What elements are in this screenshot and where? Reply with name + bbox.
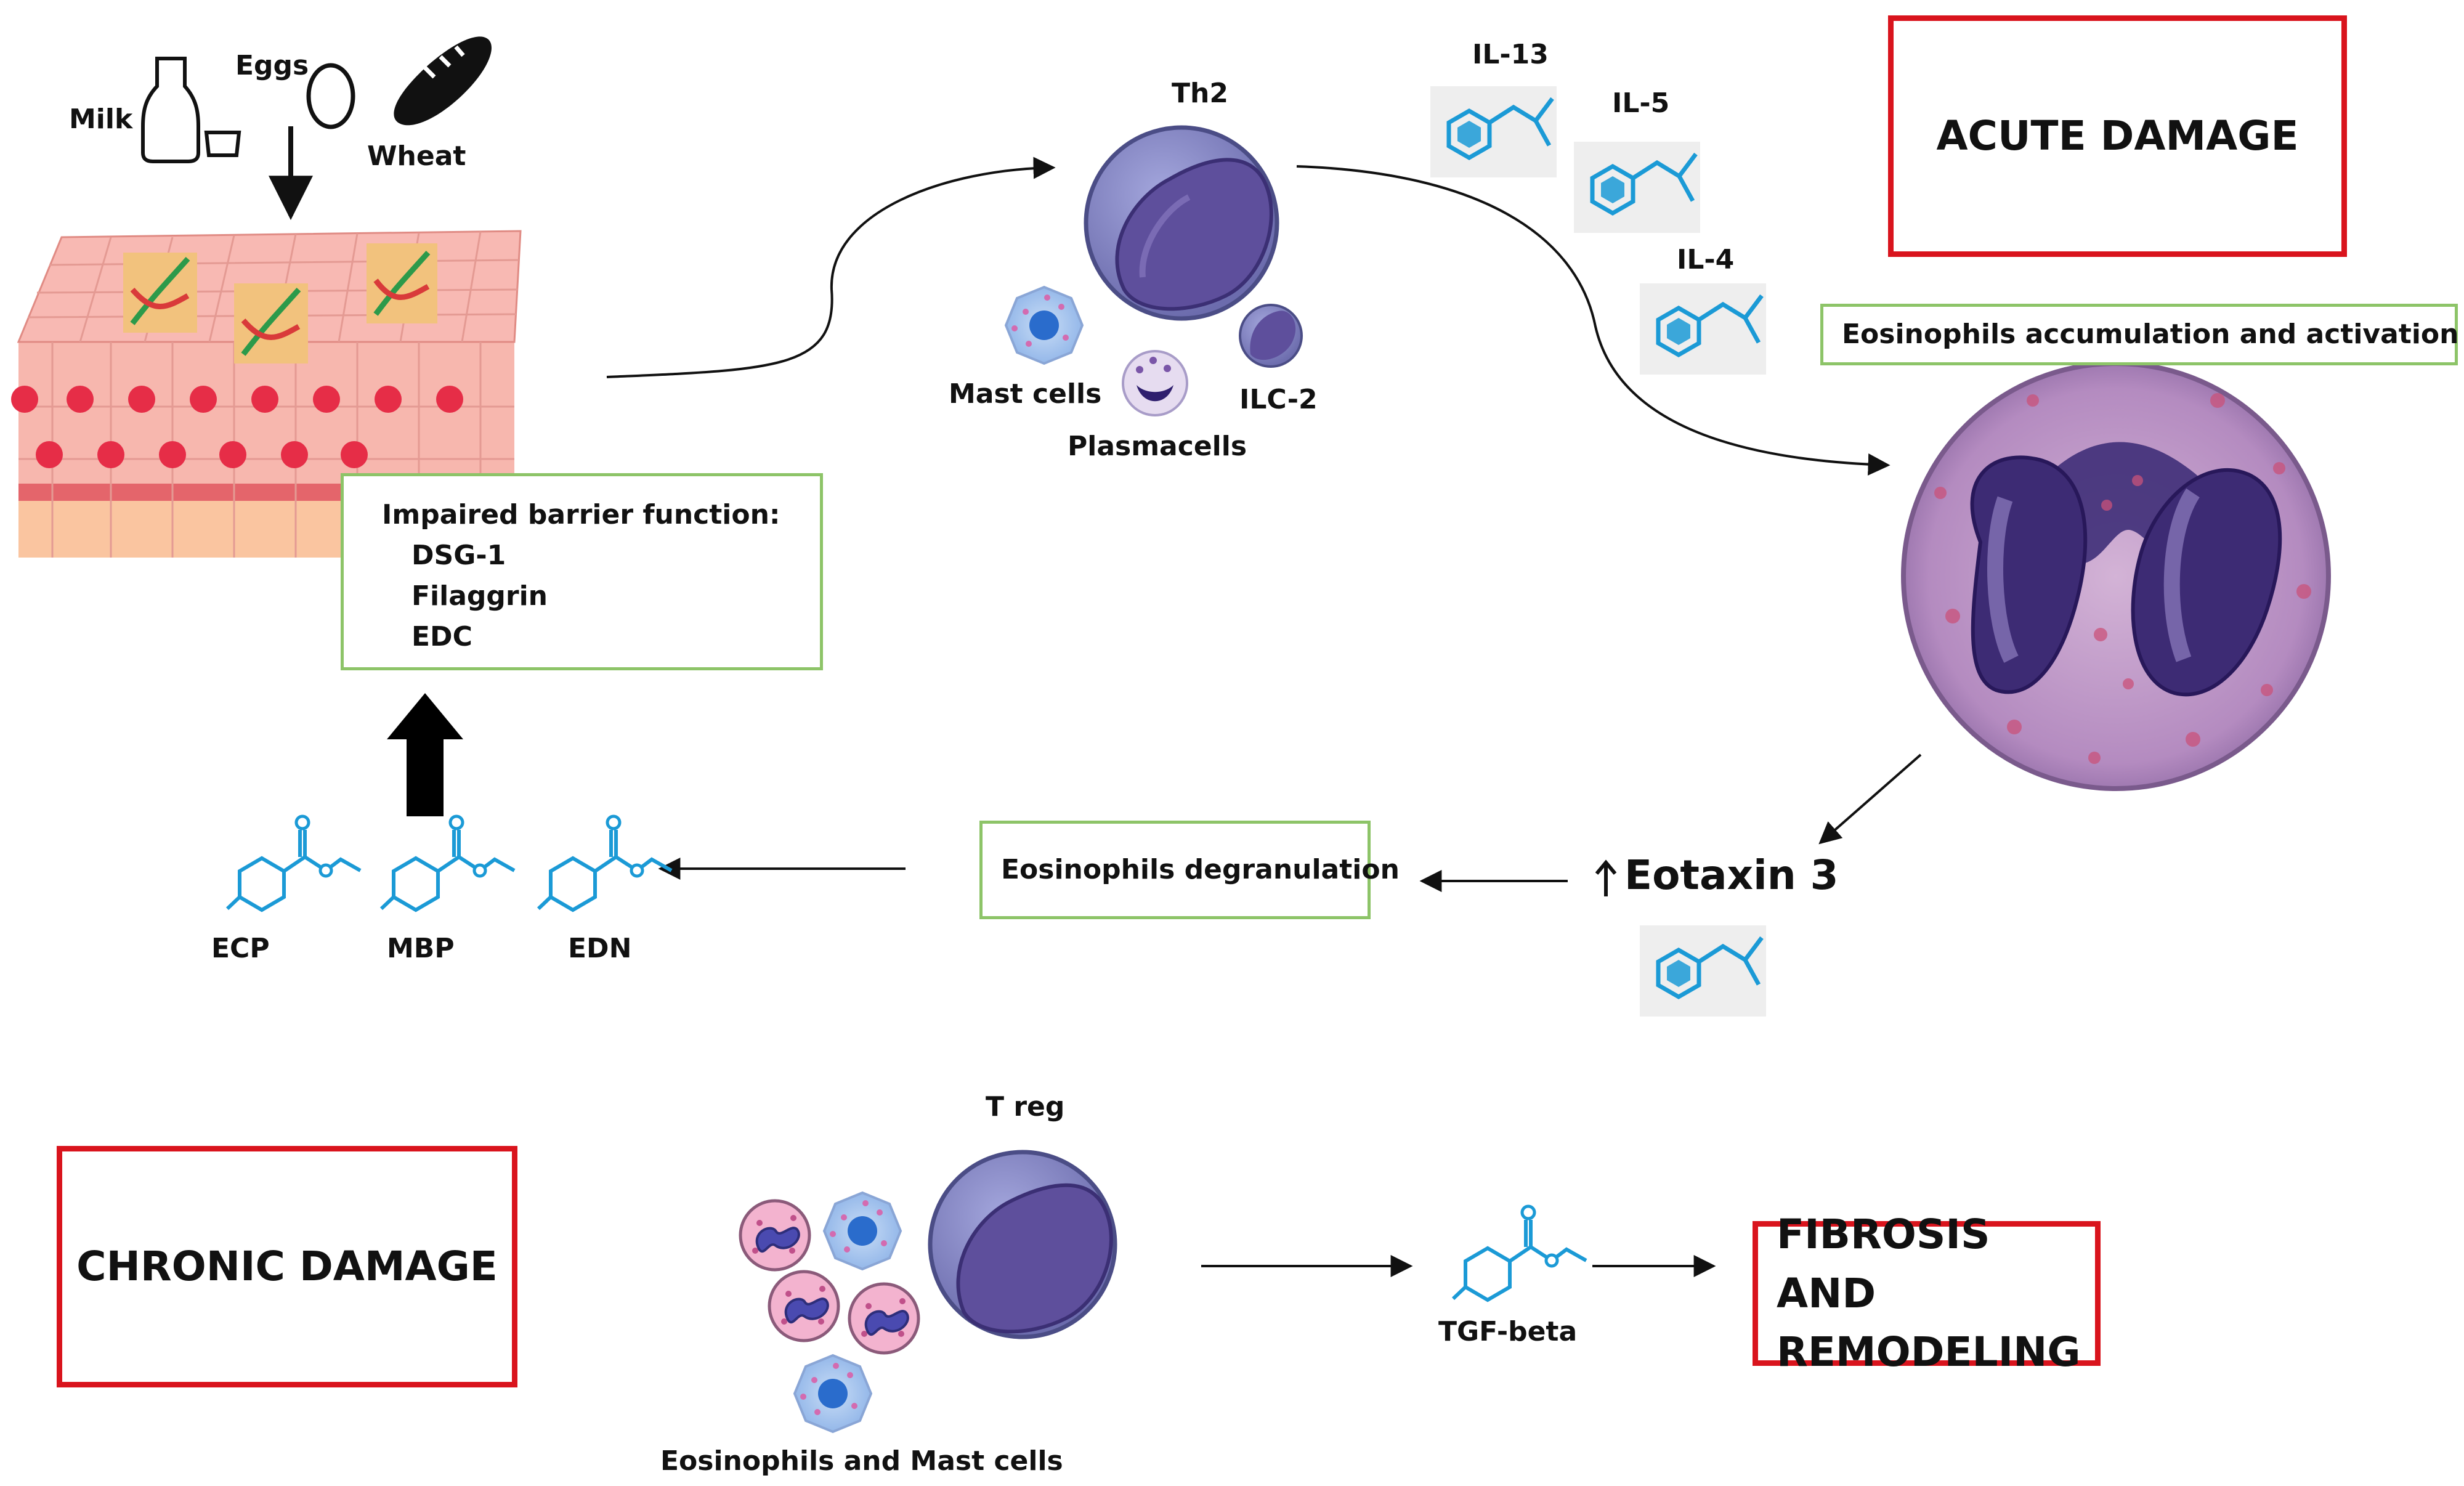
tgf-beta-label: TGF-beta <box>1438 1316 1578 1347</box>
bread-icon <box>394 36 492 126</box>
wheat-label: Wheat <box>367 140 466 172</box>
plasmacell-icon <box>1122 350 1188 416</box>
tgf-beta-molecule-icon <box>1453 1206 1586 1300</box>
acute-damage-label: ACUTE DAMAGE <box>1936 112 2299 160</box>
eosinophil-small-icon <box>849 1284 918 1353</box>
mbp-molecule-icon <box>381 816 514 910</box>
egg-icon <box>306 63 355 129</box>
barrier-item: EDC <box>411 621 472 652</box>
acute-damage-box: ACUTE DAMAGE <box>1888 15 2347 257</box>
eggs-label: Eggs <box>235 50 309 81</box>
plasmacells-label: Plasmacells <box>1068 431 1247 462</box>
il13-label: IL-13 <box>1472 39 1549 70</box>
treg-label: T reg <box>986 1091 1065 1123</box>
eosinophil-cell <box>1901 361 2331 791</box>
ecp-label: ECP <box>211 933 270 964</box>
barrier-item: Filaggrin <box>411 580 548 612</box>
eos-mast-label: Eosinophils and Mast cells <box>660 1445 1063 1477</box>
il4-label: IL-4 <box>1677 244 1735 275</box>
up-arrow-to-barrier <box>387 693 463 816</box>
il13-molecule-box <box>1430 86 1557 177</box>
th2-cell <box>1084 125 1279 321</box>
eosinophil-to-eotaxin-arrow <box>1818 753 1922 845</box>
chronic-damage-box: CHRONIC DAMAGE <box>57 1146 517 1387</box>
eos-degranulation-label: Eosinophils degranulation <box>1001 854 1400 885</box>
eos-accumulation-label: Eosinophils accumulation and activation <box>1842 319 2459 350</box>
il5-molecule-box <box>1574 142 1700 233</box>
barrier-box: Impaired barrier function: DSG-1 Filaggr… <box>341 473 823 670</box>
milk-bottle-icon <box>141 57 241 163</box>
eotaxin-label: Eotaxin 3 <box>1624 851 1839 899</box>
edn-label: EDN <box>568 933 632 964</box>
th2-to-eosinophil-arrow <box>1296 165 1891 476</box>
th2-label: Th2 <box>1172 78 1228 109</box>
eos-degranulation-box: Eosinophils degranulation <box>979 821 1400 919</box>
barrier-title: Impaired barrier function: <box>382 499 780 530</box>
ecp-molecule-icon <box>227 816 360 910</box>
eosinophil-small-icon <box>769 1272 838 1341</box>
fibrosis-label-line1: FIBROSIS AND <box>1777 1210 1990 1317</box>
mast-cells-label: Mast cells <box>949 378 1102 410</box>
mast-cell-icon <box>793 1354 872 1433</box>
barrier-item: DSG-1 <box>411 540 506 571</box>
il4-molecule-box <box>1640 283 1766 375</box>
chronic-damage-label: CHRONIC DAMAGE <box>76 1243 498 1291</box>
ilc2-label: ILC-2 <box>1239 384 1318 415</box>
edn-molecule-icon <box>538 816 671 910</box>
ilc2-cell-icon <box>1239 304 1303 368</box>
milk-label: Milk <box>69 104 133 135</box>
epithelium-to-th2-arrow <box>606 156 1056 378</box>
fibrosis-box: FIBROSIS AND REMODELING <box>1753 1211 2101 1376</box>
fibrosis-label-line2: REMODELING <box>1777 1328 2081 1376</box>
eotaxin-molecule-box <box>1640 925 1766 1017</box>
up-arrow-icon <box>1595 859 1617 896</box>
il5-label: IL-5 <box>1612 87 1670 119</box>
mbp-label: MBP <box>387 933 455 964</box>
treg-cell <box>928 1150 1117 1339</box>
mast-cell-icon <box>823 1192 902 1270</box>
eosinophil-small-icon <box>740 1201 809 1270</box>
mast-cell-icon <box>1005 286 1084 365</box>
dna-icon <box>123 243 437 363</box>
eos-accumulation-box: Eosinophils accumulation and activation <box>1820 304 2458 365</box>
